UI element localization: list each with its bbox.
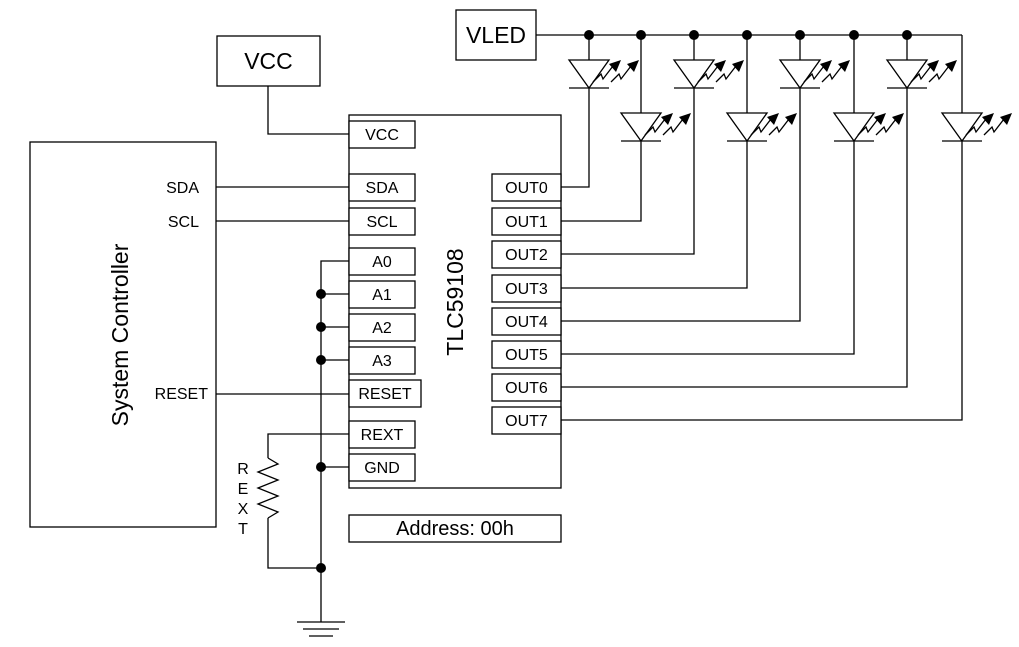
junction-dot-icon <box>316 355 326 365</box>
led-icon <box>672 59 744 90</box>
chip-name-label: TLC59108 <box>442 248 468 355</box>
svg-text:A3: A3 <box>372 353 392 370</box>
chip-pin-out4: OUT4 <box>491 307 562 336</box>
junction-dot-icon <box>316 289 326 299</box>
controller-scl-label: SCL <box>168 214 199 231</box>
led-branch-3 <box>561 30 797 289</box>
svg-text:OUT3: OUT3 <box>505 281 548 298</box>
ground-icon <box>297 621 345 637</box>
led-icon <box>567 59 639 90</box>
svg-text:SDA: SDA <box>366 180 399 197</box>
chip-right-pins: OUT0 OUT1 OUT2 OUT3 OUT4 OUT5 OUT6 OUT7 <box>491 173 562 435</box>
controller-reset-label: RESET <box>155 386 209 403</box>
led-icon <box>619 112 691 143</box>
rext-resistor: R E X T <box>237 433 349 569</box>
svg-text:A2: A2 <box>372 320 392 337</box>
led-branch-7 <box>561 35 1012 421</box>
led-icon <box>940 112 1012 143</box>
led-icon <box>885 59 957 90</box>
system-controller-label: System Controller <box>107 243 133 426</box>
svg-text:REXT: REXT <box>361 427 404 444</box>
svg-text:RESET: RESET <box>358 386 412 403</box>
vcc-supply: VCC <box>216 35 349 135</box>
chip-pin-scl: SCL <box>348 207 416 236</box>
address-label: Address: 00h <box>396 518 514 540</box>
led-branch-4 <box>561 30 850 322</box>
ground-bus <box>316 260 349 622</box>
chip-pin-a2: A2 <box>348 313 416 342</box>
rext-letter-t: T <box>238 521 248 538</box>
svg-text:SCL: SCL <box>366 214 397 231</box>
chip-pin-out1: OUT1 <box>491 207 562 236</box>
chip-pin-a1: A1 <box>348 280 416 309</box>
chip-pin-out5: OUT5 <box>491 340 562 369</box>
svg-text:OUT5: OUT5 <box>505 347 548 364</box>
chip-left-pins: VCC SDA SCL A0 A1 A2 A3 RESET REXT GND <box>348 120 422 482</box>
chip-pin-gnd: GND <box>348 453 416 482</box>
vcc-supply-label: VCC <box>244 48 293 74</box>
system-controller: System Controller SDA SCL RESET <box>29 141 217 528</box>
rext-letter-r: R <box>237 461 249 478</box>
chip-pin-vcc: VCC <box>348 120 416 149</box>
address-box: Address: 00h <box>348 514 562 543</box>
led-branch-0 <box>561 30 639 188</box>
chip-pin-out6: OUT6 <box>491 373 562 402</box>
rext-letter-e: E <box>238 481 249 498</box>
chip-pin-reset: RESET <box>348 379 422 408</box>
led-branch-1 <box>561 30 691 222</box>
svg-text:OUT2: OUT2 <box>505 247 548 264</box>
svg-text:OUT4: OUT4 <box>505 314 548 331</box>
svg-text:OUT7: OUT7 <box>505 413 548 430</box>
chip-pin-a0: A0 <box>348 247 416 276</box>
chip-pin-out7: OUT7 <box>491 406 562 435</box>
chip-pin-sda: SDA <box>348 173 416 202</box>
led-icon <box>725 112 797 143</box>
vled-supply: VLED <box>455 9 962 61</box>
svg-text:VCC: VCC <box>365 127 399 144</box>
led-icon <box>778 59 850 90</box>
rext-letter-x: X <box>238 501 249 518</box>
led-branch-6 <box>561 30 957 388</box>
svg-text:A1: A1 <box>372 287 392 304</box>
led-branch-2 <box>561 30 744 255</box>
chip-pin-out3: OUT3 <box>491 274 562 303</box>
chip-pin-a3: A3 <box>348 346 416 375</box>
led-icon <box>832 112 904 143</box>
led-branch-5 <box>561 30 904 355</box>
chip-pin-out2: OUT2 <box>491 240 562 269</box>
led-array <box>561 30 1012 421</box>
chip-pin-rext: REXT <box>348 420 416 449</box>
chip-pin-out0: OUT0 <box>491 173 562 202</box>
controller-sda-label: SDA <box>166 180 199 197</box>
junction-dot-icon <box>316 322 326 332</box>
vled-supply-label: VLED <box>466 22 526 48</box>
svg-text:OUT6: OUT6 <box>505 380 548 397</box>
resistor-icon <box>256 457 280 519</box>
svg-text:OUT0: OUT0 <box>505 180 548 197</box>
svg-text:A0: A0 <box>372 254 392 271</box>
svg-text:OUT1: OUT1 <box>505 214 548 231</box>
svg-text:GND: GND <box>364 460 400 477</box>
junction-dot-icon <box>316 462 326 472</box>
